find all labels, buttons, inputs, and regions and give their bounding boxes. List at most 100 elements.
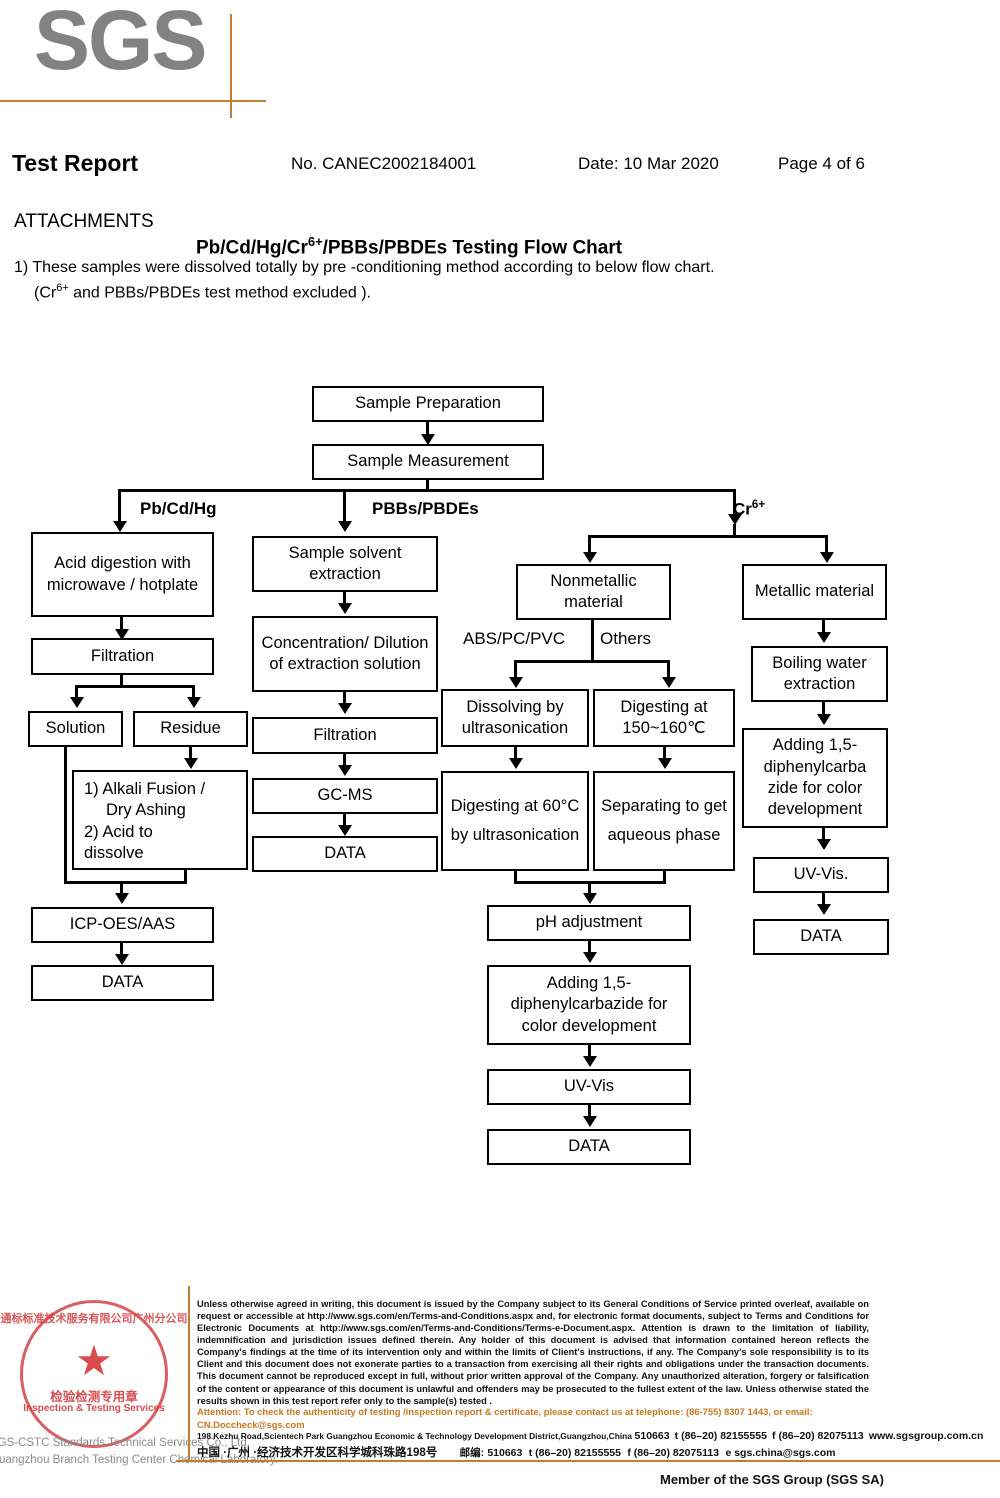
node-adding-dpc-mid: Adding 1,5-diphenylcarbazide for color d… xyxy=(487,965,691,1045)
arrowhead-to-metallic xyxy=(820,552,834,563)
node-dissolving-ultrasonication: Dissolving by ultrasonication xyxy=(441,689,589,747)
attention-notice: Attention: To check the authenticity of … xyxy=(197,1406,813,1430)
connector-to-dissolving xyxy=(514,660,517,680)
node-gc-ms: GC-MS xyxy=(252,778,438,814)
stamp-cn-label: 检验检测专用章 xyxy=(50,1390,138,1404)
arrowhead-acid-to-filtration xyxy=(115,629,129,640)
connector-bus-to-pbcdhg xyxy=(118,489,121,527)
alkali-line-2: Dry Ashing xyxy=(106,801,186,820)
arrowhead-to-acid-digestion xyxy=(113,521,127,532)
cr6-pre: Cr xyxy=(733,499,752,519)
stamp-company-line-2: Guangzhou Branch Testing Center Chemical… xyxy=(0,1454,278,1466)
arrowhead-to-nonmetallic xyxy=(583,552,597,563)
node-icp-oes-aas: ICP-OES/AAS xyxy=(31,907,214,943)
address-en-fax: f (86–20) 82075113 xyxy=(772,1430,864,1442)
arrowhead-to-solvent-extraction xyxy=(338,521,352,532)
flow-title-post: /PBBs/PBDEs Testing Flow Chart xyxy=(322,237,623,259)
alkali-line-1: 1) Alkali Fusion / xyxy=(84,780,206,798)
node-digesting-150-160: Digesting at 150~160℃ xyxy=(593,689,735,747)
connector-filtration-to-gcms xyxy=(343,754,346,770)
connector-to-digesting150 xyxy=(667,660,670,680)
sgs-logo-text: SGS xyxy=(34,0,207,87)
connector-dpc-to-uvvis-right xyxy=(822,828,825,844)
node-residue: Residue xyxy=(133,711,248,747)
address-cn-zip: 510663 xyxy=(487,1447,523,1459)
logo-horizontal-rule xyxy=(0,100,266,102)
connector-bus-to-pbbs xyxy=(343,489,346,527)
node-uv-vis-mid: UV-Vis xyxy=(487,1069,691,1105)
node-alkali-fusion-acid: 1) Alkali Fusion / Dry Ashing 2) Acid to… xyxy=(72,770,248,870)
node-concentration-dilution: Concentration/ Dilution of extraction so… xyxy=(252,616,438,692)
address-en-web: www.sgsgroup.com.cn xyxy=(868,1430,984,1442)
member-of-group-text: Member of the SGS Group (SGS SA) xyxy=(660,1472,884,1487)
node-data-cr-mid: DATA xyxy=(487,1129,691,1165)
report-date: Date: 10 Mar 2020 xyxy=(578,154,719,173)
page-title: Test Report xyxy=(12,150,139,176)
arrowhead-metallic-to-boiling xyxy=(817,632,831,643)
connector-merge-to-icp xyxy=(64,881,187,884)
connector-bus-to-cr6 xyxy=(733,489,736,522)
cr6-superscript: 6+ xyxy=(751,499,766,511)
connector-main-bus xyxy=(118,489,734,492)
connector-separating-down xyxy=(663,871,666,884)
node-filtration-mid: Filtration xyxy=(252,717,438,754)
note-line-2: (Cr6+ and PBBs/PBDEs test method exclude… xyxy=(34,282,371,302)
stamp-arc-top: 通标标准技术服务有限公司广州分公司 xyxy=(0,1313,188,1325)
connector-digesting60-down xyxy=(514,871,517,884)
note2-superscript: 6+ xyxy=(56,282,69,294)
node-sample-solvent-extraction: Sample solvent extraction xyxy=(252,536,438,592)
connector-to-metallic xyxy=(825,535,828,555)
arrowhead-uvvis-to-data-right xyxy=(817,904,831,915)
connector-to-residue xyxy=(192,685,195,699)
arrowhead-gcms-to-data xyxy=(338,825,352,836)
connector-solvent-to-concentration xyxy=(343,592,346,608)
connector-cr6-split xyxy=(588,535,828,538)
branch-label-pb-cd-hg: Pb/Cd/Hg xyxy=(140,499,217,518)
node-ph-adjustment: pH adjustment xyxy=(487,905,691,941)
connector-measure-down xyxy=(426,480,429,491)
arrowhead-boiling-to-dpc xyxy=(817,714,831,725)
connector-dissolving-down xyxy=(514,747,517,763)
footer-vertical-rule xyxy=(188,1286,190,1462)
page-number: Page 4 of 6 xyxy=(778,154,865,173)
node-boiling-water-extraction: Boiling water extraction xyxy=(751,646,888,702)
report-number: No. CANEC2002184001 xyxy=(291,154,477,173)
node-acid-digestion: Acid digestion with microwave / hotplate xyxy=(31,532,214,617)
label-abs-pc-pvc: ABS/PC/PVC xyxy=(463,629,566,648)
arrowhead-concentration-to-filtration xyxy=(338,703,352,714)
connector-digesting150-down xyxy=(663,747,666,763)
arrowhead-cr6-down xyxy=(728,514,742,525)
node-filtration-left: Filtration xyxy=(31,638,214,675)
address-line-english: 198 Kezhu Road,Scientech Park Guangzhou … xyxy=(197,1430,997,1442)
connector-uvvis-to-data-right xyxy=(822,893,825,909)
connector-prep-to-measure xyxy=(426,422,429,440)
connector-merge-ph-down xyxy=(588,881,591,896)
label-others: Others xyxy=(600,629,652,648)
node-data-left: DATA xyxy=(31,965,214,1001)
node-adding-dpc-right: Adding 1,5-diphenylcarba zide for color … xyxy=(742,728,888,828)
arrowhead-ph-to-dpc xyxy=(583,952,597,963)
node-separating-aqueous-phase: Separating to get aqueous phase xyxy=(593,771,735,871)
arrowhead-uvvis-to-data-mid xyxy=(583,1116,597,1127)
arrowhead-to-dissolving xyxy=(509,677,523,688)
branch-label-pbbs-pbdes: PBBs/PBDEs xyxy=(372,499,479,518)
arrowhead-filtration-to-gcms xyxy=(338,765,352,776)
stamp-company-line-1: SGS-CSTC Standards Technical Services Co… xyxy=(0,1437,250,1449)
connector-cr6-down2 xyxy=(733,524,736,538)
stamp-circle-border xyxy=(20,1300,168,1448)
node-sample-measurement: Sample Measurement xyxy=(312,444,544,480)
node-uv-vis-right: UV-Vis. xyxy=(753,857,889,893)
arrowhead-residue-to-alkali xyxy=(184,758,198,769)
inspection-stamp: 通标标准技术服务有限公司广州分公司 ★ 检验检测专用章 Inspection &… xyxy=(0,1294,278,1474)
attachments-heading: ATTACHMENTS xyxy=(14,211,154,232)
connector-nonmetallic-split xyxy=(514,660,670,663)
connector-metallic-to-boiling xyxy=(822,620,825,637)
node-nonmetallic-material: Nonmetallic material xyxy=(516,564,671,620)
document-footer: 通标标准技术服务有限公司广州分公司 ★ 检验检测专用章 Inspection &… xyxy=(0,1286,1000,1498)
flow-chart-title: Pb/Cd/Hg/Cr6+/PBBs/PBDEs Testing Flow Ch… xyxy=(196,234,622,259)
report-header-row: Test Report No. CANEC2002184001 Date: 10… xyxy=(0,150,1000,180)
arrowhead-dpc-to-uvvis-mid xyxy=(583,1056,597,1067)
address-cn-email: e sgs.china@sgs.com xyxy=(725,1447,836,1459)
node-digesting-60-ultrasonication: Digesting at 60°C by ultrasonication xyxy=(441,771,589,871)
